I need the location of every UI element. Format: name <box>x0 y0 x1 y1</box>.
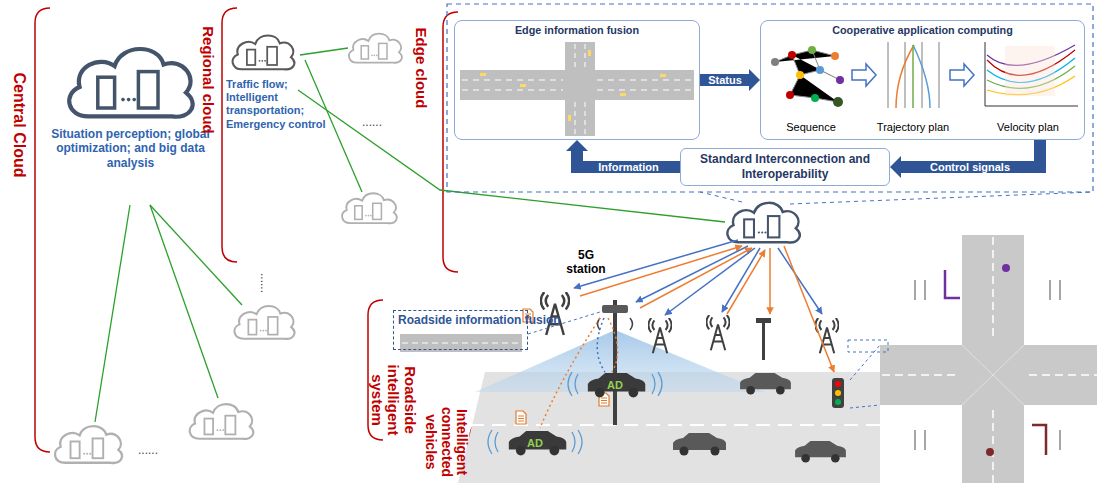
arrow-label: Control signals <box>928 161 1012 173</box>
process-box: Edge information fusion <box>454 20 700 140</box>
tier-label: Intelligent connected vehicles <box>423 404 469 480</box>
flow-arrow <box>700 69 760 91</box>
ellipsis: ...... <box>258 273 272 293</box>
sub-label: Velocity plan <box>997 121 1059 133</box>
sub-label: Sequence <box>786 121 836 133</box>
flow-arrow <box>890 140 1040 178</box>
arrow-label: Status <box>706 74 744 86</box>
node-text: Edge information fusion <box>455 21 699 36</box>
cloud-node: Traffic flow; Intelligent transportation… <box>226 30 330 131</box>
arrow-label: Information <box>596 161 661 173</box>
node-text: Standard Interconnection and Interoperab… <box>687 152 883 182</box>
sub-label: Trajectory plan <box>877 121 949 133</box>
dashed-box: Roadside information fusion <box>393 310 528 350</box>
tier-label: Central Cloud <box>10 73 28 178</box>
tier-label: Regional cloud <box>200 26 217 134</box>
tier-label: Edge cloud <box>413 28 430 109</box>
node-text: Roadside information fusion <box>398 313 523 327</box>
car-tag: AD <box>607 379 623 391</box>
ellipsis: ...... <box>362 115 382 129</box>
process-box: Standard Interconnection and Interoperab… <box>680 148 890 186</box>
cloud-node: Situation perception; global optimizatio… <box>48 35 213 170</box>
ellipsis: ...... <box>138 443 158 457</box>
car-tag: AD <box>527 437 543 449</box>
node-text: Situation perception; global optimizatio… <box>48 127 213 170</box>
station-label: 5G station <box>560 248 612 277</box>
node-text: Cooperative application computing <box>761 21 1084 36</box>
tier-label: Roadside intelligent system <box>368 359 418 441</box>
process-box: Cooperative application computingSequenc… <box>760 20 1085 140</box>
node-text: Traffic flow; Intelligent transportation… <box>226 78 330 131</box>
